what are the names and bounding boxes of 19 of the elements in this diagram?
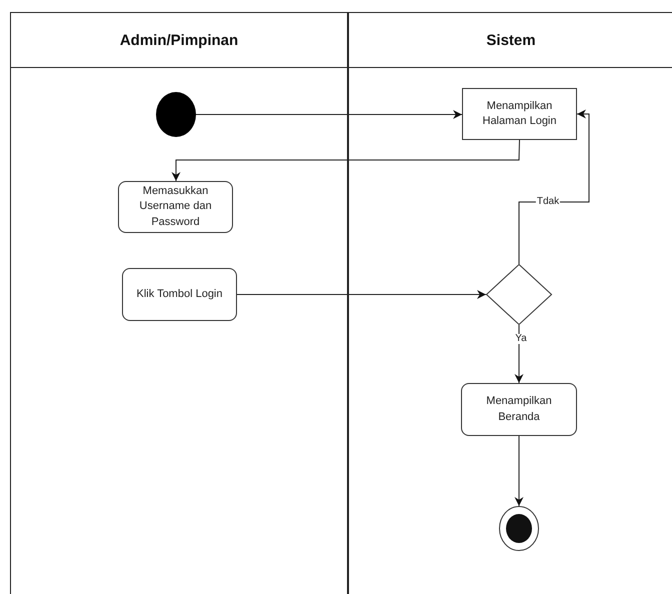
start-node xyxy=(156,92,196,137)
arrow xyxy=(514,324,524,384)
lane-title: Sistem xyxy=(349,13,672,68)
end-node xyxy=(499,506,539,551)
action-box: Menampilkan Beranda xyxy=(461,383,577,436)
edge-label: Tdak xyxy=(536,197,560,207)
arrow xyxy=(514,436,524,506)
arrow xyxy=(236,290,486,299)
lane-title: Admin/Pimpinan xyxy=(11,13,347,68)
action-box: Memasukkan Username dan Password xyxy=(118,181,233,233)
swimlane xyxy=(10,12,348,594)
edge-label: Ya xyxy=(514,334,528,344)
action-box: Klik Tombol Login xyxy=(122,268,237,321)
arrow xyxy=(196,110,462,119)
arrow xyxy=(518,110,590,264)
action-box: Menampilkan Halaman Login xyxy=(462,88,577,140)
swimlane xyxy=(348,12,672,594)
decision-diamond xyxy=(486,264,552,325)
arrow xyxy=(172,140,520,182)
